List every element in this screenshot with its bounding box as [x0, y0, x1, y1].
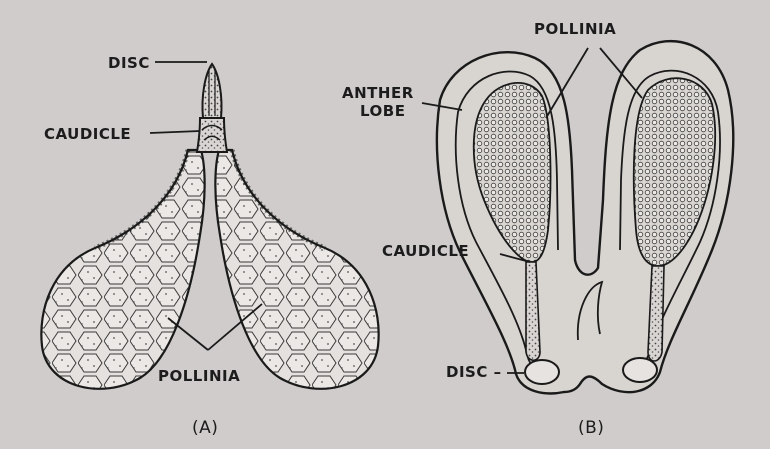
- figure-b-anther-label-line1: ANTHER: [342, 84, 414, 102]
- figure-a-caption: (A): [192, 418, 218, 438]
- figure-a-left-pollinium: [41, 150, 204, 389]
- figure-b-caudicle-label: CAUDICLE: [382, 242, 469, 260]
- figure-b: POLLINIA ANTHER LOBE CAUDICLE DISC – (B): [342, 20, 733, 438]
- figure-a-right-pollinium: [215, 150, 378, 389]
- figure-a-caudicle-leader: [150, 131, 200, 133]
- figure-b-disc-label: DISC –: [446, 363, 502, 381]
- figure-a: DISC CAUDICLE POLLINIA (A): [41, 54, 378, 438]
- figure-a-caudicle-label: CAUDICLE: [44, 125, 131, 143]
- figure-b-anther-label-line2: LOBE: [360, 102, 405, 120]
- figure-b-right-disc: [623, 358, 657, 382]
- figure-b-left-disc: [525, 360, 559, 384]
- figure-a-disc-label: DISC: [108, 54, 150, 72]
- figure-a-pollinia-label: POLLINIA: [158, 367, 240, 385]
- figure-a-disc: [202, 64, 221, 118]
- figure-a-caudicle: [197, 118, 227, 152]
- figure-b-pollinia-label: POLLINIA: [534, 20, 616, 38]
- figure-b-caption: (B): [578, 418, 604, 438]
